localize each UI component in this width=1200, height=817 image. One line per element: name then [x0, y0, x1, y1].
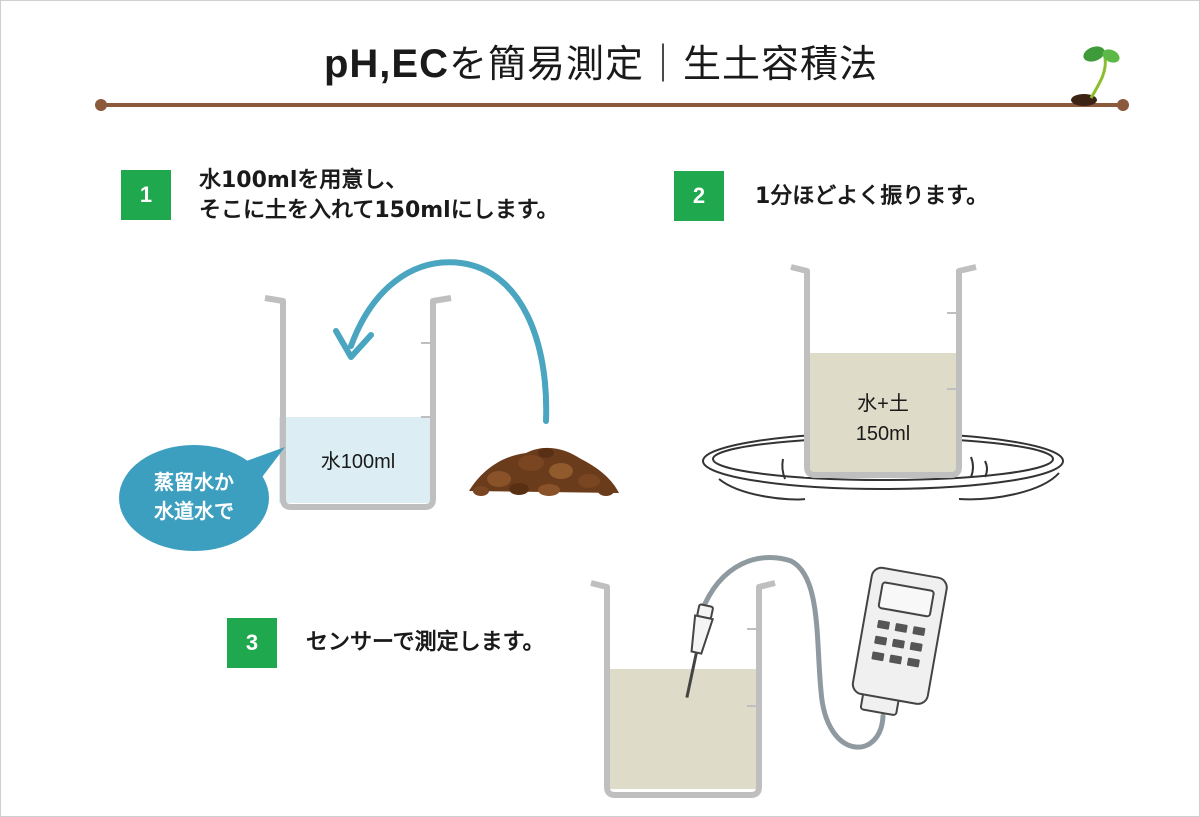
probe-icon	[685, 603, 715, 698]
step-1-line-1: 水100mlを用意し、	[199, 168, 408, 193]
beaker-measure	[590, 580, 776, 798]
step-2-badge: 2	[674, 171, 724, 221]
step-3-text: センサーで測定します。	[306, 630, 545, 655]
curved-arrow-icon	[333, 259, 550, 424]
page-title: pH,ECを簡易測定｜生土容積法	[1, 33, 1199, 88]
beaker-mix-label: 水+土 150ml	[807, 389, 959, 449]
title-rule	[95, 99, 1129, 111]
beaker-mix-label-line-1: 水+土	[857, 393, 909, 415]
sprout-icon	[1071, 46, 1120, 106]
bubble-text: 蒸留水か 水道水で	[119, 468, 269, 526]
bubble-line-2: 水道水で	[154, 499, 234, 523]
bubble-line-1: 蒸留水か	[154, 470, 234, 494]
beaker-water-label: 水100ml	[320, 451, 396, 473]
speech-bubble	[119, 445, 285, 551]
beaker-shaking	[702, 264, 1064, 501]
beaker-water	[264, 295, 452, 510]
title-rest: を簡易測定｜生土容積法	[448, 42, 878, 86]
step-3-badge: 3	[227, 618, 277, 668]
soil-pile-icon	[469, 447, 619, 496]
ph-meter-icon	[851, 566, 948, 716]
step-1-line-2: そこに土を入れて150mlにします。	[199, 198, 559, 223]
beaker-mix-label-line-2: 150ml	[855, 423, 911, 445]
step-1-badge: 1	[121, 170, 171, 220]
title-prefix: pH,EC	[323, 42, 449, 86]
step-2-text: 1分ほどよく振ります。	[755, 184, 989, 209]
sensor-cable	[698, 555, 886, 750]
step-1-text: 水100mlを用意し、 そこに土を入れて150mlにします。	[199, 166, 559, 226]
